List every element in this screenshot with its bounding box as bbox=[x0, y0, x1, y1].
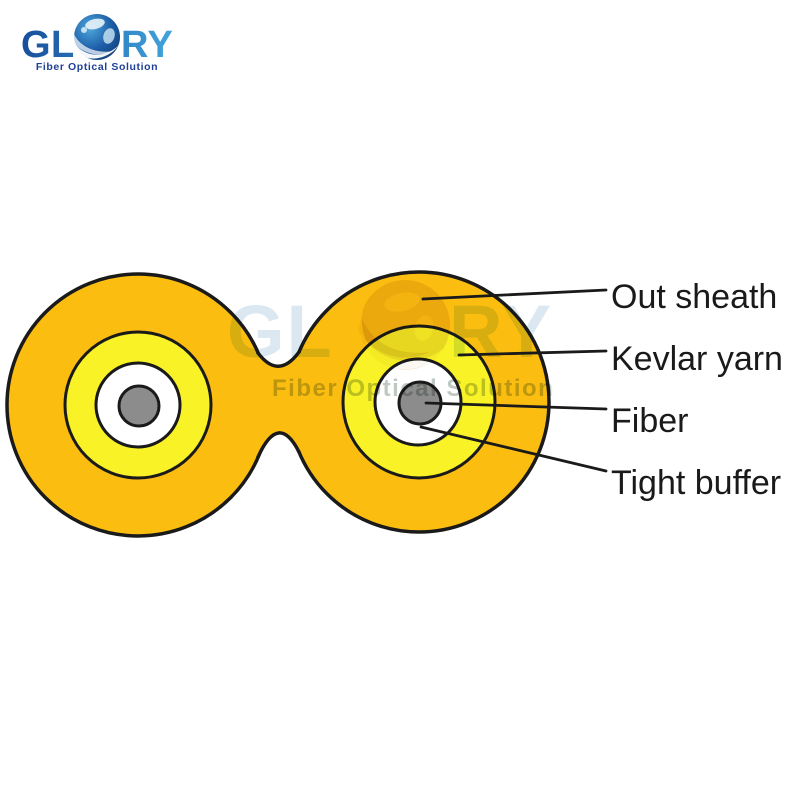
diagram-labels: Out sheath Kevlar yarn Fiber Tight buffe… bbox=[611, 278, 783, 502]
leader-line-kevlar-yarn bbox=[457, 349, 608, 357]
web-bottom-notch-edge bbox=[256, 431, 301, 459]
logo-tagline: Fiber Optical Solution bbox=[36, 61, 158, 73]
logo: GL RY Fiber Optical Solution bbox=[21, 14, 173, 73]
watermark-tagline: Fiber Optical Solution bbox=[272, 375, 554, 402]
label-tight-buffer: Tight buffer bbox=[611, 464, 781, 502]
label-fiber: Fiber bbox=[611, 402, 688, 440]
label-kevlar-yarn: Kevlar yarn bbox=[611, 340, 783, 378]
logo-brand-right: RY bbox=[121, 24, 173, 66]
watermark-brand-right: RY bbox=[449, 290, 553, 373]
leader-lines bbox=[419, 288, 608, 473]
globe-icon bbox=[70, 14, 120, 60]
web-top-notch-edge bbox=[256, 350, 301, 368]
leader-line-out-sheath bbox=[421, 288, 608, 301]
leader-line-tight-buffer bbox=[419, 425, 608, 473]
watermark: GL RY Fiber Optical Solution bbox=[227, 280, 554, 402]
logo-brand-left: GL bbox=[21, 24, 75, 66]
cable-cross-section bbox=[5, 270, 551, 538]
left-fiber-core bbox=[117, 384, 161, 428]
leader-line-fiber bbox=[424, 401, 608, 411]
zipcord-web bbox=[246, 352, 312, 457]
watermark-globe-icon bbox=[356, 280, 450, 370]
label-out-sheath: Out sheath bbox=[611, 278, 777, 316]
watermark-brand-left: GL bbox=[227, 290, 334, 373]
